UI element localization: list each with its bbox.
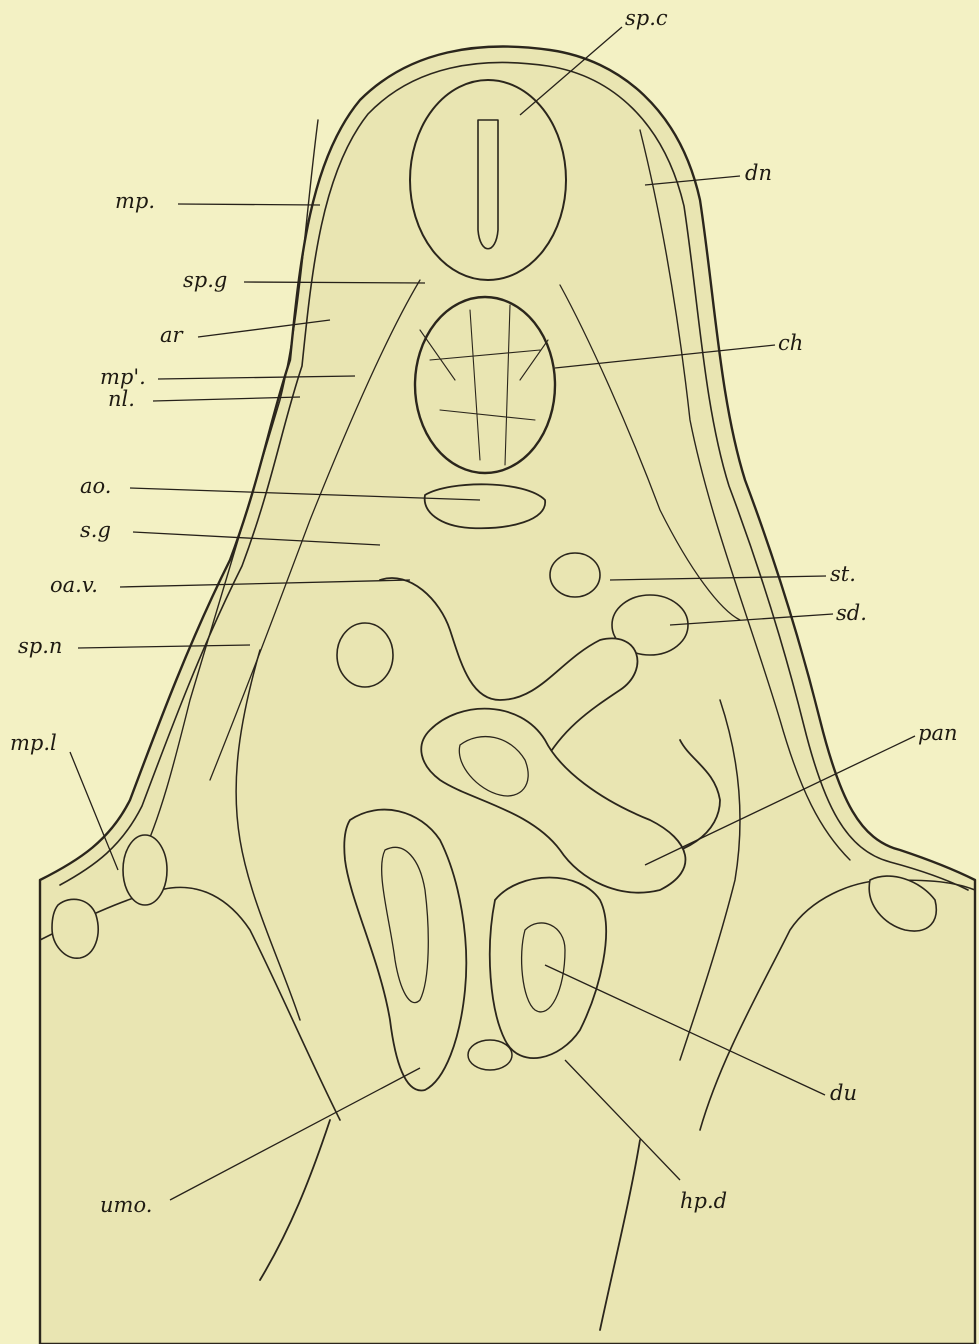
label-ar: ar (160, 323, 185, 347)
label-du: du (830, 1081, 857, 1105)
notochord (415, 297, 555, 473)
label-ao: ao. (80, 474, 111, 498)
label-nl: nl. (108, 387, 135, 411)
label-mp: mp. (115, 189, 155, 213)
label-ch: ch (778, 331, 803, 355)
label-oav: oa.v. (50, 573, 98, 597)
spinal-cord (410, 80, 566, 280)
hepatic-duct (468, 1040, 512, 1070)
aorta (425, 484, 545, 528)
label-mpl: mp.l (10, 731, 57, 755)
section-drawing (40, 47, 975, 1344)
label-st: st. (830, 562, 856, 586)
label-spn: sp.n (18, 634, 62, 658)
label-dn: dn (745, 161, 772, 185)
lateral-duct-left (123, 835, 167, 905)
label-spc: sp.c (625, 6, 668, 30)
label-spg: sp.g (183, 268, 227, 292)
label-mp2: mp'. (100, 365, 146, 389)
label-sg: s.g (80, 518, 111, 542)
stomach-vessel (550, 553, 600, 597)
left-fin-fold (52, 899, 98, 958)
leader-mp (178, 204, 320, 205)
label-hpd: hp.d (680, 1189, 727, 1213)
segmental-duct-left (337, 623, 393, 687)
label-sd: sd. (836, 601, 867, 625)
label-umo: umo. (100, 1193, 152, 1217)
label-pan: pan (918, 721, 958, 745)
